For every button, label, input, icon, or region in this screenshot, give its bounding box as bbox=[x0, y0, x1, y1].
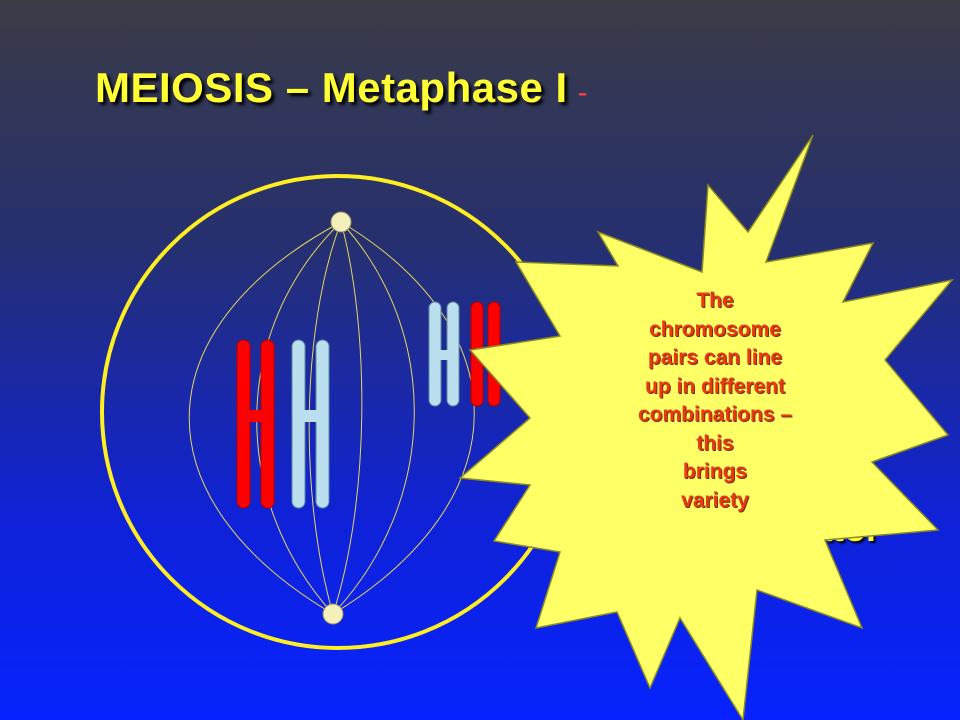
callout-line: up in different bbox=[645, 374, 785, 398]
callout-line: variety bbox=[681, 488, 749, 512]
spindle-fiber bbox=[332, 221, 475, 615]
cell-membrane bbox=[100, 174, 576, 650]
bottom-pole-centriole bbox=[322, 603, 344, 625]
title-text: MEIOSIS – Metaphase I bbox=[95, 64, 568, 111]
spindle-fiber bbox=[188, 221, 342, 615]
spindle-fiber bbox=[332, 221, 363, 615]
spindle-fibers bbox=[188, 221, 475, 615]
chromosome-red-large bbox=[236, 339, 275, 509]
chromosome-blue-small bbox=[428, 301, 460, 407]
callout-line: chromosome bbox=[649, 317, 781, 341]
callout-line: this bbox=[696, 431, 734, 455]
callout-line: pairs can line bbox=[647, 346, 783, 369]
chromosome-blue-large bbox=[291, 339, 330, 509]
title-suffix: - bbox=[577, 76, 589, 109]
callout-starburst bbox=[458, 134, 954, 720]
slide-title: MEIOSIS – Metaphase I- bbox=[95, 64, 588, 112]
callout-line: The bbox=[696, 289, 734, 312]
callout-text: The chromosome pairs can line up in diff… bbox=[598, 287, 832, 515]
top-pole-centriole bbox=[330, 211, 352, 233]
callout-line: combinations – bbox=[637, 403, 793, 426]
callout-line: brings bbox=[682, 460, 748, 483]
spindle-fiber bbox=[332, 221, 415, 615]
